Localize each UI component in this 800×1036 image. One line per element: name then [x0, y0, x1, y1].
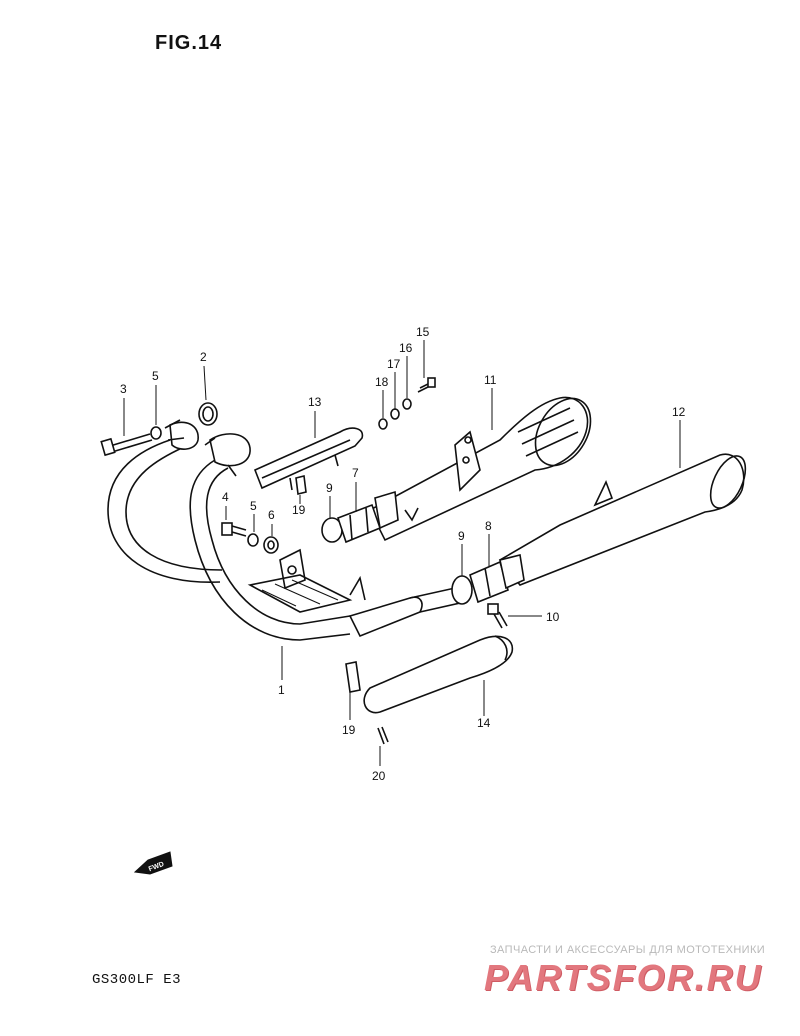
watermark-logo: PARTSFOR.RU	[484, 957, 763, 998]
callout-9: 9	[458, 529, 465, 543]
callout-13: 13	[308, 395, 322, 409]
callout-11: 11	[484, 373, 497, 387]
callout-6: 6	[268, 508, 275, 522]
muffler-upper	[368, 396, 592, 542]
heat-shield-lower	[363, 635, 514, 714]
forward-arrow-icon: FWD	[133, 851, 173, 875]
joint-parts	[321, 490, 525, 605]
callout-19: 19	[342, 723, 356, 737]
callout-19: 19	[292, 503, 306, 517]
callout-8: 8	[485, 519, 492, 533]
callout-5: 5	[250, 499, 257, 513]
watermark-tagline: ЗАПЧАСТИ И АКСЕССУАРЫ ДЛЯ МОТОТЕХНИКИ	[490, 944, 766, 956]
callouts: 3 5 2 4 5 6 1 13 19 9 7 18 17 16 15 11 1…	[120, 325, 686, 783]
callout-7: 7	[352, 466, 359, 480]
callout-14: 14	[477, 716, 491, 730]
heat-shield-upper	[253, 427, 364, 491]
figure-title: FIG.14	[155, 32, 223, 54]
callout-12: 12	[672, 405, 686, 419]
callout-1: 1	[278, 683, 285, 697]
callout-4: 4	[222, 490, 229, 504]
callout-5: 5	[152, 369, 159, 383]
callout-15: 15	[416, 325, 430, 339]
callout-16: 16	[399, 341, 413, 355]
callout-10: 10	[546, 610, 560, 624]
callout-2: 2	[200, 350, 207, 364]
callout-17: 17	[387, 357, 401, 371]
model-code: GS300LF E3	[92, 972, 182, 988]
callout-18: 18	[375, 375, 389, 389]
callout-3: 3	[120, 382, 127, 396]
hardware-parts	[100, 377, 508, 745]
exhaust-pipe-assembly	[107, 419, 462, 641]
callout-20: 20	[372, 769, 386, 783]
callout-9: 9	[326, 481, 333, 495]
muffler-lower	[498, 453, 747, 586]
leader-lines	[123, 340, 681, 766]
